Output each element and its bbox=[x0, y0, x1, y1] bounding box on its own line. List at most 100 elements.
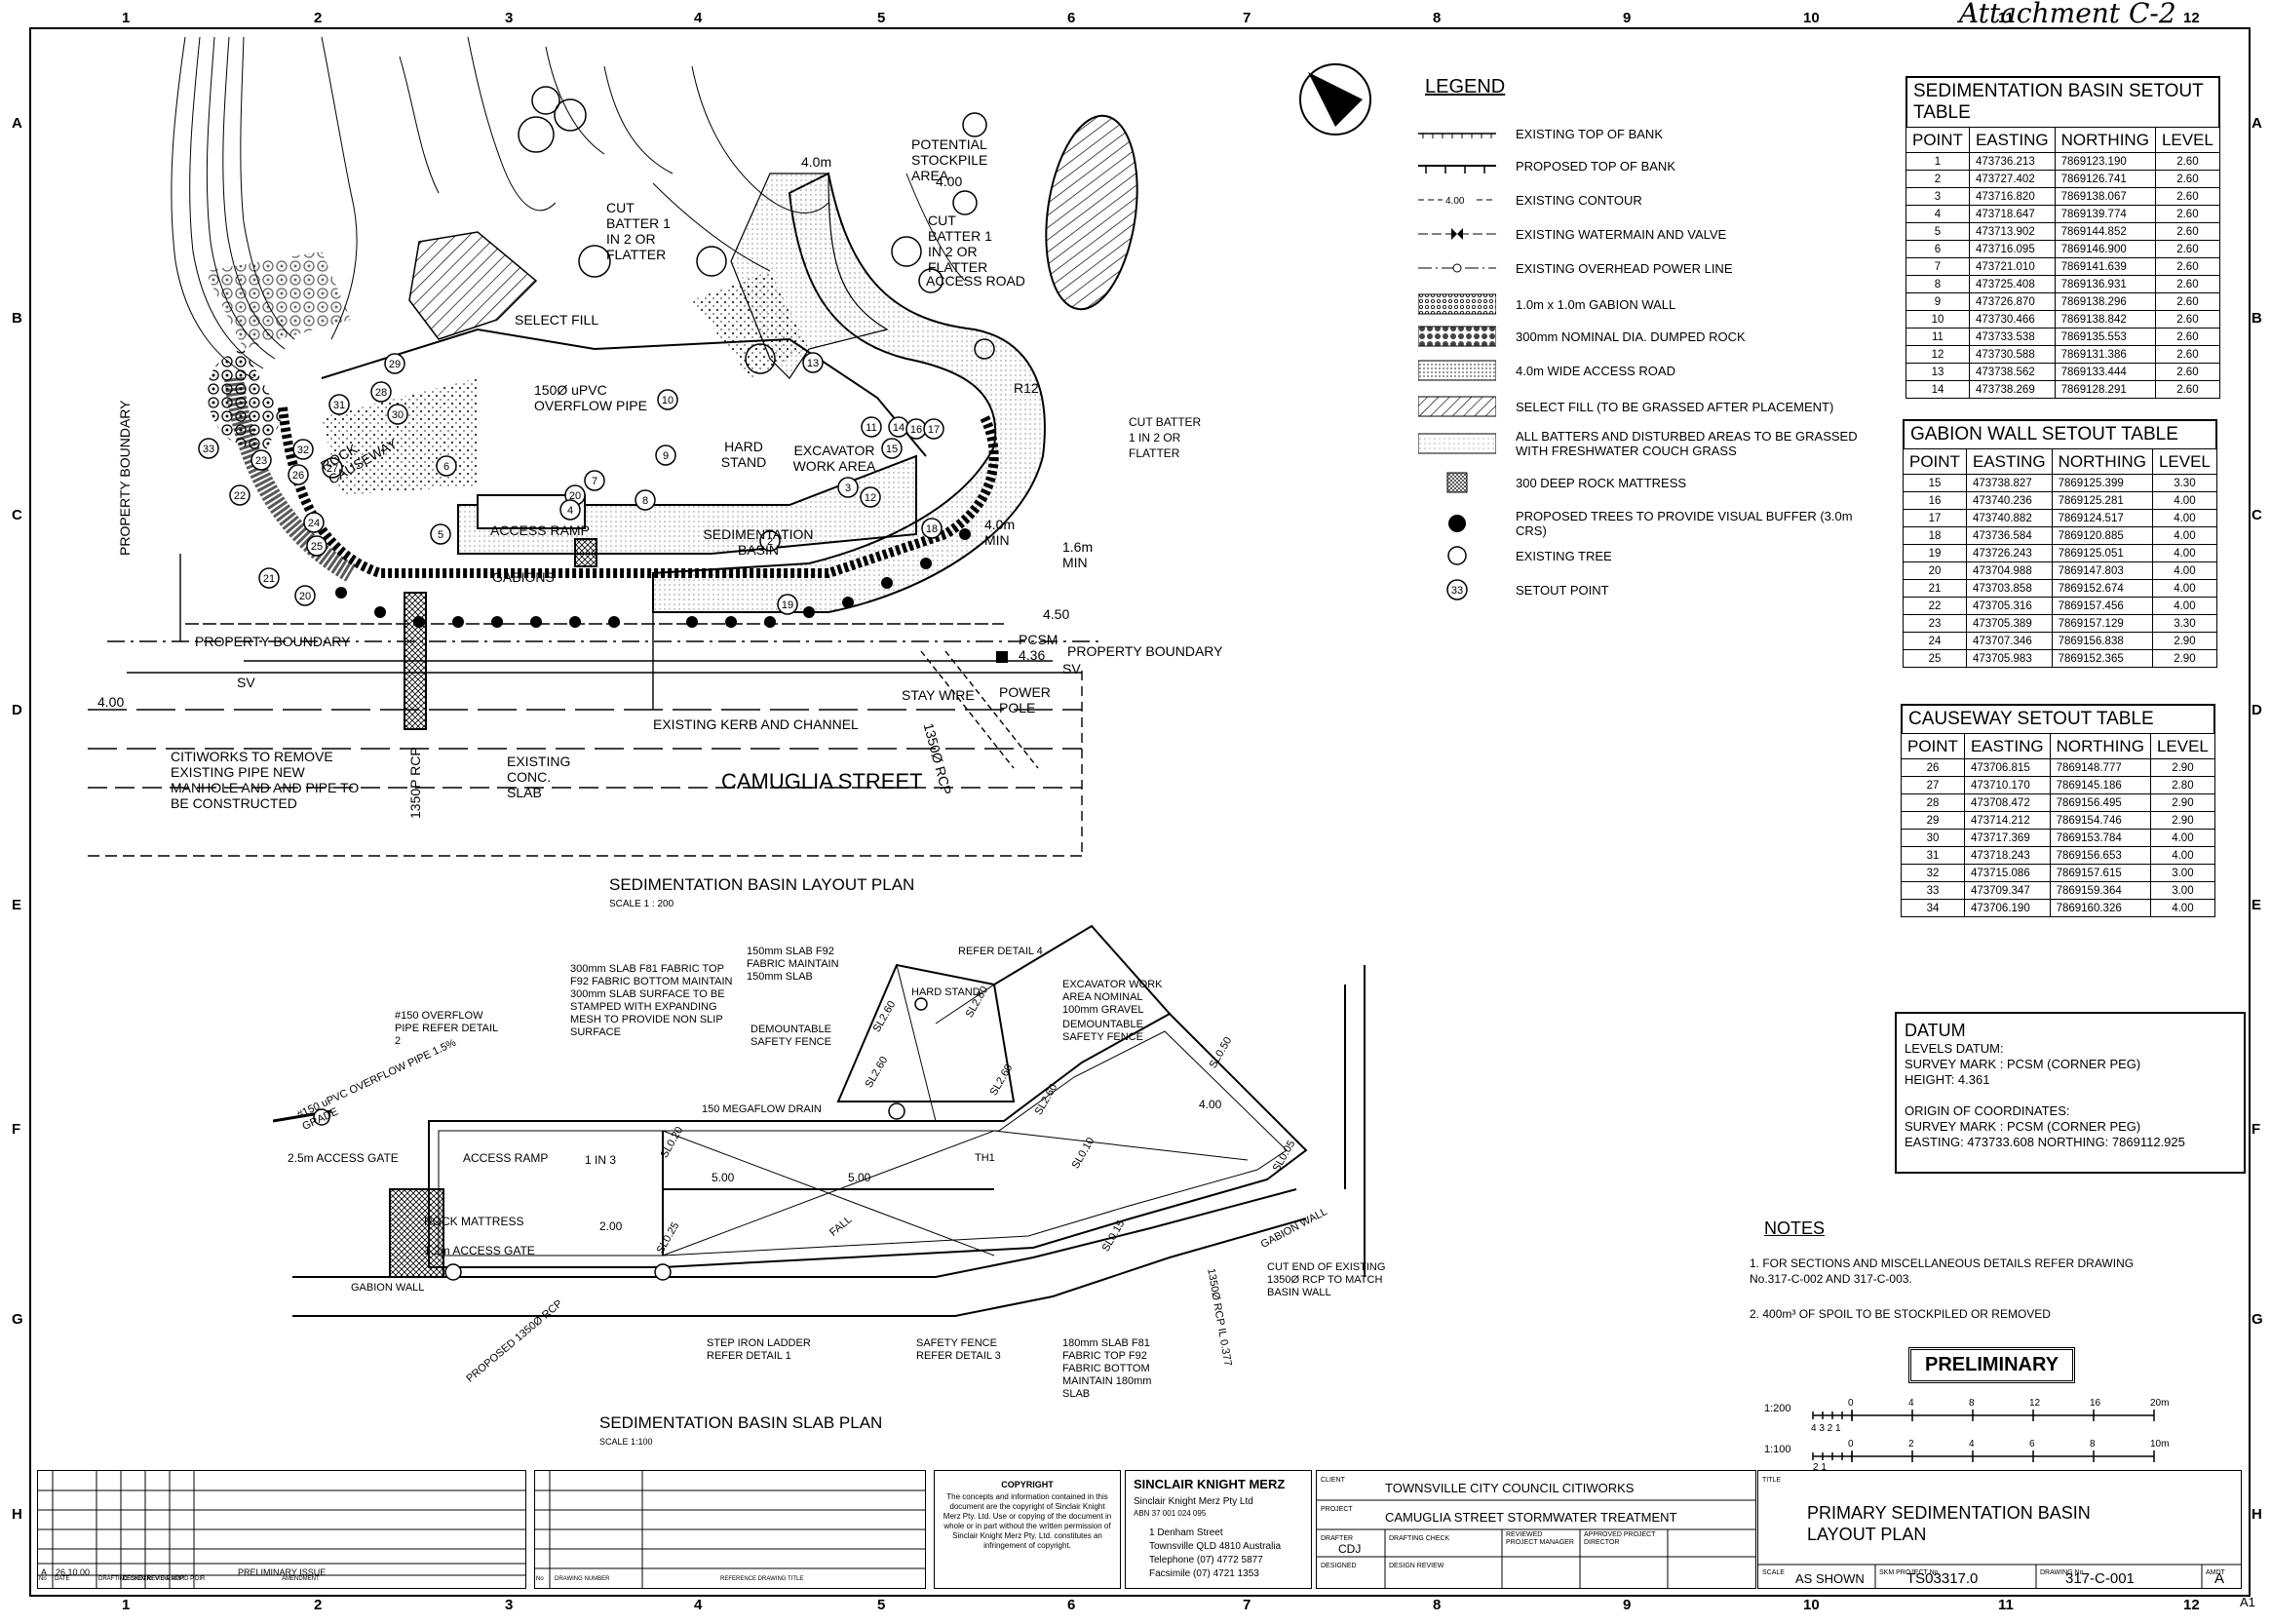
datum-line: ORIGIN OF COORDINATES: bbox=[1905, 1103, 2070, 1118]
datum-line: EASTING: 473733.608 NORTHING: 7869112.92… bbox=[1905, 1135, 2185, 1149]
table-cell: 7869125.281 bbox=[2051, 491, 2153, 510]
table-cell: 473727.402 bbox=[1968, 170, 2056, 188]
svg-text:29: 29 bbox=[389, 359, 401, 370]
table-cell: 473726.243 bbox=[1965, 544, 2053, 562]
scale-tick-label: 16 bbox=[2090, 1398, 2101, 1409]
setout-point-22: 22 bbox=[229, 484, 250, 506]
legend-item: PROPOSED TREES TO PROVIDE VISUAL BUFFER … bbox=[1418, 509, 1886, 538]
grid-col-top-10: 10 bbox=[1803, 10, 1820, 26]
label-hard-stand: HARD STAND bbox=[720, 439, 767, 470]
drafter-label: DRAFTER bbox=[1321, 1535, 1354, 1542]
copyright-title: COPYRIGHT bbox=[1001, 1480, 1054, 1489]
legend-symbol-icon bbox=[1417, 359, 1497, 382]
label-gabion-wall: GABION WALL bbox=[351, 1282, 425, 1294]
drawing-no-label: DRAWING No bbox=[2040, 1569, 2084, 1576]
setout-point-24: 24 bbox=[303, 512, 325, 533]
scale-tick-label: 20m bbox=[2150, 1398, 2170, 1409]
table-cell: 29 bbox=[1901, 811, 1965, 830]
grid-col-top-11: 11 bbox=[1998, 10, 2014, 26]
grid-col-top-7: 7 bbox=[1243, 10, 1251, 26]
table-cell: 7869156.495 bbox=[2049, 793, 2151, 812]
designed-label: DESIGNED bbox=[1321, 1563, 1357, 1569]
table-cell: 7869148.777 bbox=[2049, 758, 2151, 777]
table-cell: 2.60 bbox=[2154, 328, 2220, 346]
grid-row-left-F: F bbox=[12, 1121, 21, 1138]
rev-amendment: PRELIMINARY ISSUE bbox=[238, 1567, 327, 1577]
table-cell: 2.80 bbox=[2149, 776, 2215, 794]
grid-col-top-8: 8 bbox=[1433, 10, 1442, 26]
table-cell: 473721.010 bbox=[1968, 257, 2056, 276]
setout-point-14: 14 bbox=[888, 416, 909, 438]
label-pcsm: PCSM 4.36 bbox=[1019, 632, 1059, 663]
grid-col-bottom-10: 10 bbox=[1803, 1597, 1820, 1613]
reviewed-label: REVIEWED PROJECT MANAGER bbox=[1506, 1531, 1574, 1546]
svg-text:8: 8 bbox=[642, 495, 648, 507]
svg-text:23: 23 bbox=[255, 455, 267, 467]
scale-tick-label: 0 bbox=[1848, 1439, 1854, 1450]
rev-header-label: DATE bbox=[55, 1576, 70, 1582]
table-header: EASTING bbox=[1968, 127, 2056, 153]
grid-row-right-H: H bbox=[2252, 1506, 2262, 1523]
grid-col-bottom-12: 12 bbox=[2183, 1597, 2200, 1613]
setout-point-26: 26 bbox=[288, 464, 309, 485]
table-cell: 2.60 bbox=[2154, 257, 2220, 276]
table-cell: 473725.408 bbox=[1968, 275, 2056, 293]
table-cell: 4.00 bbox=[2151, 597, 2217, 615]
table-cell: 2.60 bbox=[2154, 187, 2220, 206]
rev-letter: A bbox=[41, 1567, 48, 1577]
table-cell: 473710.170 bbox=[1963, 776, 2051, 794]
table-cell: 2.60 bbox=[2154, 345, 2220, 364]
table-cell: 473740.882 bbox=[1965, 509, 2053, 527]
legend-label: ALL BATTERS AND DISTURBED AREAS TO BE GR… bbox=[1516, 429, 1858, 458]
table-cell: 473706.815 bbox=[1963, 758, 2051, 777]
table-cell: 8 bbox=[1905, 275, 1970, 293]
datum-title: DATUM bbox=[1905, 1021, 1966, 1040]
firm-sub: Sinclair Knight Merz Pty Ltd bbox=[1134, 1496, 1253, 1507]
table-cell: 2.60 bbox=[2154, 240, 2220, 258]
legend-label: SELECT FILL (TO BE GRASSED AFTER PLACEME… bbox=[1516, 399, 1834, 414]
table-cell: 473709.347 bbox=[1963, 881, 2051, 900]
project-block: CLIENT TOWNSVILLE CITY COUNCIL CITIWORKS… bbox=[1316, 1470, 1756, 1589]
datum-lines: LEVELS DATUM:SURVEY MARK : PCSM (CORNER … bbox=[1905, 1041, 2236, 1150]
grid-col-bottom-7: 7 bbox=[1243, 1597, 1251, 1613]
grid-row-right-B: B bbox=[2252, 310, 2262, 327]
rev-header-label: DRAFTING CHECK bbox=[98, 1576, 151, 1582]
svg-text:32: 32 bbox=[297, 445, 309, 456]
grid-row-left-D: D bbox=[12, 702, 22, 718]
svg-text:9: 9 bbox=[663, 450, 669, 462]
table-cell: 3.00 bbox=[2149, 864, 2215, 882]
grid-row-right-C: C bbox=[2252, 507, 2262, 523]
svg-text:20: 20 bbox=[569, 490, 581, 502]
table-cell: 473740.236 bbox=[1965, 491, 2053, 510]
legend-label: EXISTING OVERHEAD POWER LINE bbox=[1516, 260, 1733, 276]
table-cell: 33 bbox=[1901, 881, 1965, 900]
label-access-road: ACCESS ROAD bbox=[926, 273, 1025, 289]
table-cell: 6 bbox=[1905, 240, 1970, 258]
label-contour-400b: 4.00 bbox=[936, 174, 963, 189]
table-cell: 7869145.186 bbox=[2049, 776, 2151, 794]
drafting-check-label: DRAFTING CHECK bbox=[1389, 1535, 1450, 1542]
table-header: POINT bbox=[1901, 733, 1965, 759]
scale-tick-label: 10m bbox=[2150, 1439, 2170, 1450]
label-conc-slab: EXISTING CONC. SLAB bbox=[507, 754, 571, 800]
setout-point-13: 13 bbox=[802, 352, 824, 373]
table-cell: 7869157.456 bbox=[2051, 597, 2153, 615]
table-header: LEVEL bbox=[2149, 733, 2215, 759]
label-step-ladder: STEP IRON LADDER REFER DETAIL 1 bbox=[707, 1337, 811, 1362]
